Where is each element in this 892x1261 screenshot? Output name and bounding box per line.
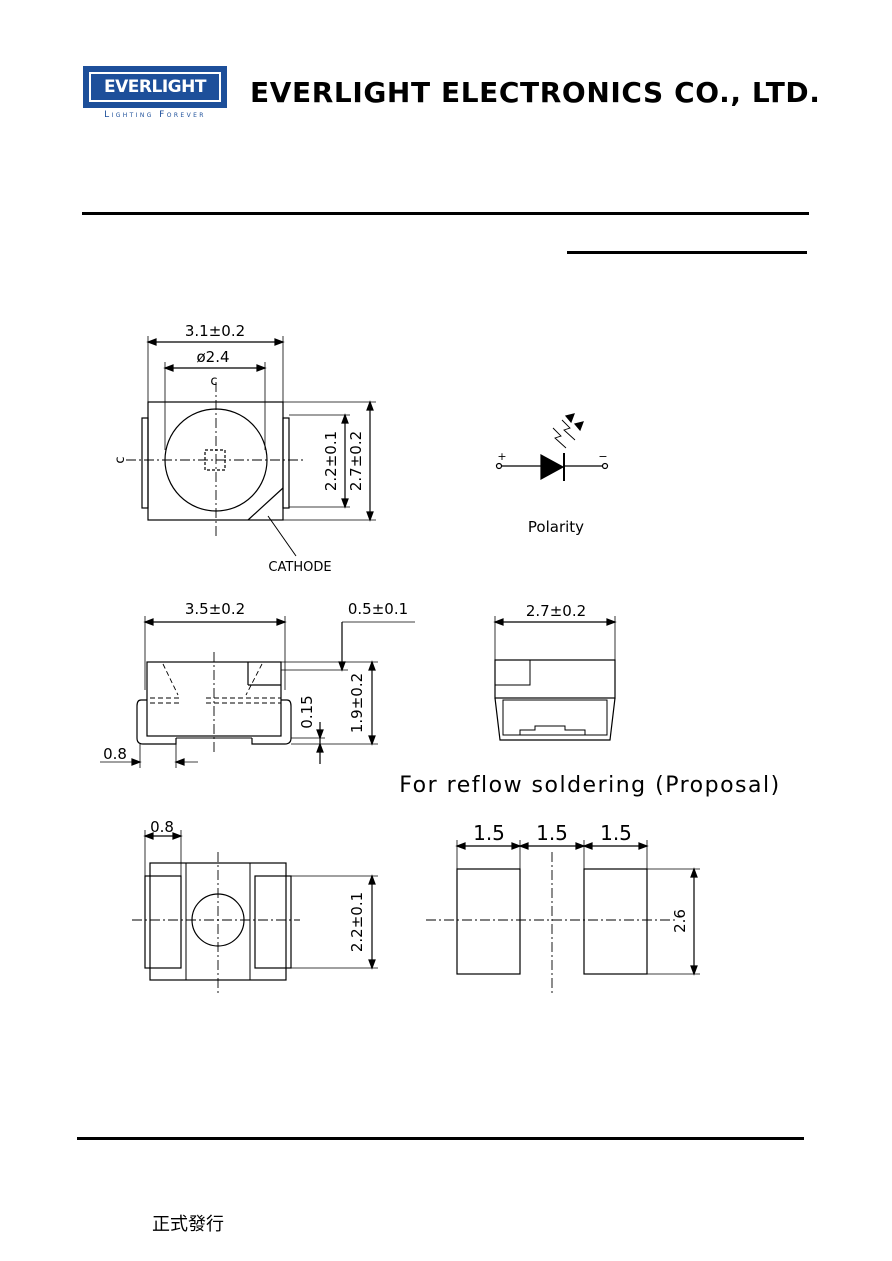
section-rule: [567, 251, 807, 254]
side-lead-dim: 0.5±0.1: [348, 600, 408, 618]
footer-rule: [77, 1137, 804, 1140]
top-view-body: [147, 401, 284, 521]
diode-triangle-icon: [540, 453, 565, 481]
solder-pad-left: [456, 868, 521, 975]
solder-pad-right: [583, 868, 648, 975]
end-view: [493, 616, 617, 741]
side-standoff-dim: 0.15: [298, 695, 316, 728]
company-name: EVERLIGHT ELECTRONICS CO., LTD.: [250, 76, 821, 109]
pad-gap-dim: 1.5: [536, 821, 568, 845]
side-view: [100, 616, 415, 768]
top-view-lead-right: [282, 417, 290, 509]
side-height-dim: 1.9±0.2: [348, 673, 366, 733]
logo: EVERLIGHT: [83, 66, 227, 108]
polarity-minus: −: [598, 450, 607, 463]
logo-tagline: Lighting Forever: [104, 110, 206, 120]
cathode-label: CATHODE: [268, 560, 331, 575]
logo-text: EVERLIGHT: [89, 72, 221, 102]
end-width-dim: 2.7±0.2: [526, 602, 586, 620]
bottom-pad-dim: 0.8: [150, 818, 174, 836]
polarity-plus: +: [497, 450, 506, 463]
top-lens-dim: ø2.4: [196, 348, 229, 366]
pad-height-dim: 2.6: [671, 909, 689, 933]
polarity-label: Polarity: [528, 518, 584, 536]
reflow-pad-layout: [426, 840, 700, 996]
top-view-lead-left: [141, 417, 149, 509]
top-view: [126, 336, 376, 557]
top-center-mark: c: [210, 374, 217, 389]
top-height-inner-dim: 2.2±0.1: [322, 431, 340, 491]
top-center-mark-side: c: [113, 456, 128, 463]
side-pad-dim: 0.8: [103, 745, 127, 763]
bottom-view: [132, 830, 378, 996]
release-status: 正式發行: [152, 1214, 224, 1235]
pad-width-dim-2: 1.5: [600, 821, 632, 845]
bottom-height-dim: 2.2±0.1: [348, 892, 366, 952]
reflow-title: For reflow soldering (Proposal): [399, 773, 780, 798]
end-view-body: [494, 659, 616, 699]
side-width-dim: 3.5±0.2: [185, 600, 245, 618]
light-arrow-icon: [552, 427, 567, 449]
top-height-outer-dim: 2.7±0.2: [347, 431, 365, 491]
polarity-symbol: [495, 413, 609, 481]
header-rule: [82, 212, 809, 215]
pad-width-dim-1: 1.5: [473, 821, 505, 845]
top-width-dim: 3.1±0.2: [185, 322, 245, 340]
